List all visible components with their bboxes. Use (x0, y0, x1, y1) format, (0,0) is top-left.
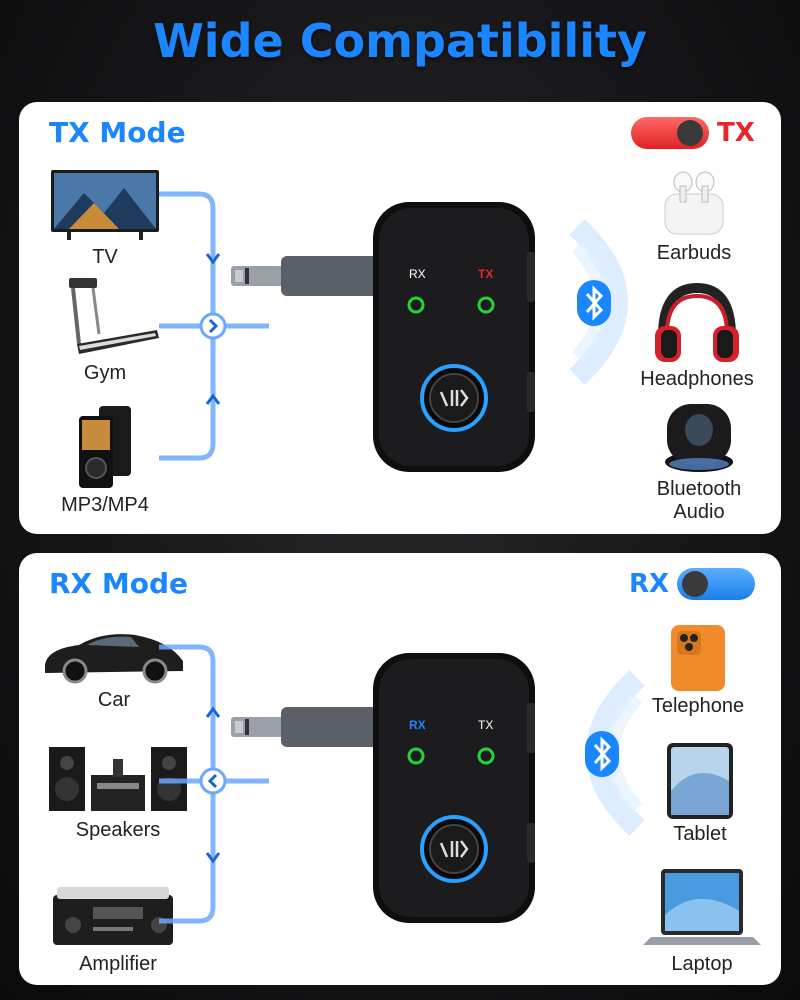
tv-icon (51, 170, 159, 240)
source-label: MP3/MP4 (61, 494, 149, 516)
source-amplifier: Amplifier (43, 883, 193, 976)
source-mp3: MP3/MP4 (49, 404, 161, 517)
toggle-knob (677, 120, 703, 146)
headphones-icon (655, 282, 739, 362)
target-telephone: Telephone (633, 623, 763, 718)
target-label: Earbuds (656, 242, 732, 264)
tx-mode-panel: TX Mode TX TV Gym (19, 102, 781, 534)
bluetooth-receiver (231, 653, 535, 923)
target-label: Headphones (640, 368, 754, 390)
rx-mode-panel: RX Mode RX Car Speakers (19, 553, 781, 985)
amplifier-icon (53, 887, 173, 945)
source-label: Speakers (75, 819, 161, 841)
bluetooth-icon (585, 731, 619, 777)
rx-indicator-label: RX (409, 267, 426, 281)
tx-mode-title: TX Mode (49, 116, 186, 149)
bluetooth-receiver (231, 202, 535, 472)
mp3-player-icon (79, 406, 131, 488)
source-label: Gym (83, 362, 127, 384)
target-label: Audio (673, 501, 725, 523)
toggle-switch[interactable] (631, 117, 709, 149)
tx-indicator-label: TX (478, 267, 494, 281)
target-headphones: Headphones (627, 282, 767, 391)
treadmill-icon (69, 278, 159, 354)
target-label: Tablet (673, 823, 727, 845)
source-label: Car (97, 689, 131, 711)
rx-signal-flow (159, 644, 269, 924)
speaker-icon (665, 404, 733, 472)
target-label: Telephone (651, 695, 745, 717)
smartphone-icon (671, 625, 725, 691)
tx-toggle-label: TX (717, 118, 755, 148)
source-label: Amplifier (79, 953, 157, 975)
target-laptop: Laptop (637, 865, 767, 976)
source-car: Car (39, 625, 189, 712)
target-bluetooth-audio: Bluetooth Audio (639, 400, 759, 524)
rx-indicator-label: RX (409, 718, 426, 732)
target-tablet: Tablet (645, 741, 755, 846)
toggle-knob (682, 571, 709, 597)
tx-toggle[interactable]: TX (631, 117, 755, 149)
tablet-icon (667, 743, 733, 819)
source-label: TV (92, 246, 118, 268)
laptop-icon (643, 869, 761, 945)
car-icon (45, 634, 183, 684)
target-label: Laptop (671, 953, 733, 975)
source-gym: Gym (49, 274, 161, 385)
tx-indicator-label: TX (478, 718, 494, 732)
target-label: Bluetooth (656, 478, 742, 500)
toggle-switch[interactable] (677, 568, 756, 600)
source-tv: TV (49, 168, 161, 269)
tx-signal-flow (159, 191, 269, 461)
earbuds-icon (664, 171, 724, 235)
page-title: Wide Compatibility (153, 14, 647, 68)
rx-mode-title: RX Mode (49, 567, 189, 600)
rx-toggle-label: RX (629, 569, 670, 599)
bluetooth-icon (577, 280, 611, 326)
rx-toggle[interactable]: RX (629, 568, 756, 600)
target-earbuds: Earbuds (639, 168, 749, 265)
